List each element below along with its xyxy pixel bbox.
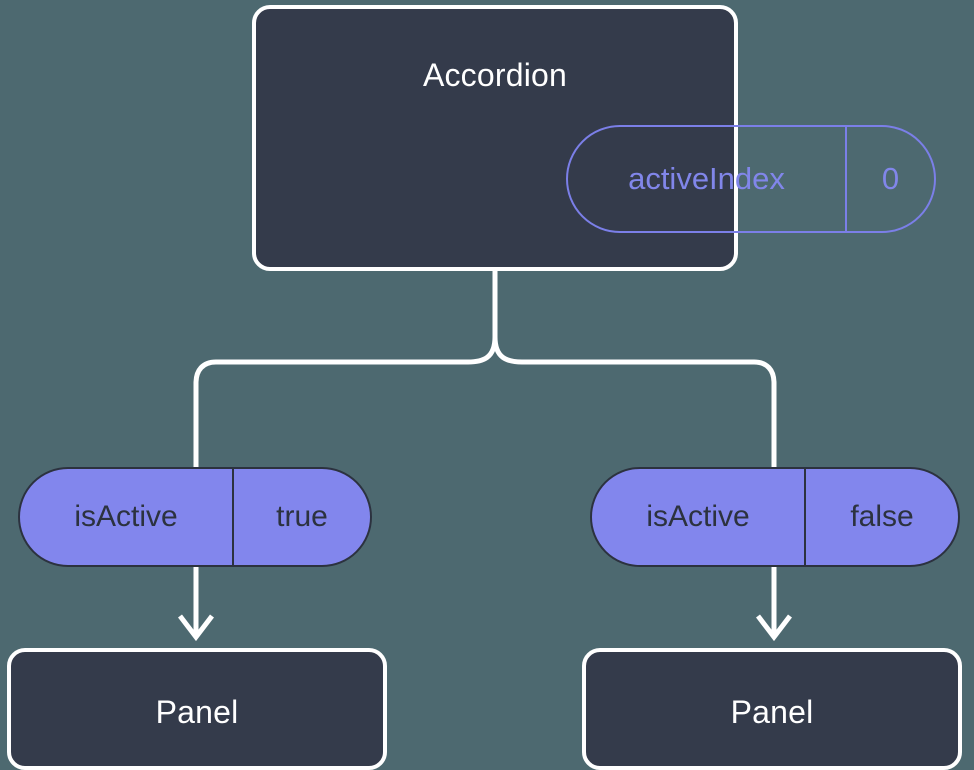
prop-pill-left-value: true — [276, 500, 328, 533]
arrow-head-right-icon — [756, 614, 792, 642]
prop-pill-isactive-false[interactable]: isActive false — [590, 467, 960, 567]
prop-pill-right-key: isActive — [592, 469, 806, 565]
component-node-panel-left[interactable]: Panel — [7, 648, 387, 770]
prop-pill-right-value: false — [850, 500, 914, 533]
prop-pill-isactive-true[interactable]: isActive true — [18, 467, 372, 567]
panel-right-title: Panel — [730, 694, 814, 730]
panel-left-title: Panel — [155, 694, 239, 730]
connector-branch-right — [492, 334, 777, 470]
state-pill-activeindex[interactable]: activeIndex 0 — [566, 125, 936, 233]
component-node-accordion[interactable]: Accordion activeIndex 0 — [252, 5, 936, 271]
state-pill-key: activeIndex — [568, 127, 847, 231]
state-pill-value: 0 — [881, 161, 900, 196]
accordion-title: Accordion — [422, 57, 568, 93]
component-node-panel-right[interactable]: Panel — [582, 648, 962, 770]
connector-branch-left — [193, 334, 498, 470]
prop-pill-left-key: isActive — [20, 469, 234, 565]
arrow-head-left-icon — [178, 614, 214, 642]
